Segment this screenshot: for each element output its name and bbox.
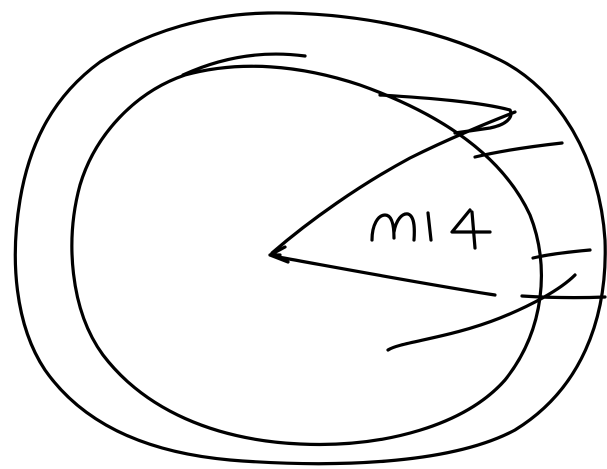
right-dash-upper — [531, 248, 592, 260]
label-digit-4 — [450, 208, 492, 250]
arc-arrow-top — [378, 93, 513, 135]
bottom-sweep-arrow — [386, 273, 577, 352]
center-arrowhead — [268, 245, 290, 264]
inner-circle — [70, 64, 544, 447]
label-letter-m — [370, 212, 416, 242]
ray-upper — [270, 110, 517, 255]
arc-arrow-top-tick — [473, 141, 564, 159]
right-dash-lower — [520, 294, 607, 300]
label-digit-1 — [426, 211, 433, 242]
top-tick-stroke — [181, 52, 307, 77]
label-m4 — [370, 208, 492, 250]
ray-lower — [276, 255, 497, 297]
outer-circle — [13, 11, 607, 466]
